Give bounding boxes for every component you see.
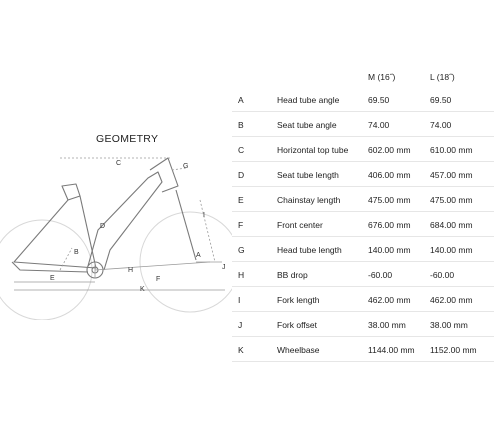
row-name: Fork offset [277,320,317,330]
row-value-m: 74.00 [368,120,390,130]
measurement-labels: A B C D E F G H I J K [50,160,226,293]
row-value-m: 38.00 mm [368,320,406,330]
row-value-m: 140.00 mm [368,245,411,255]
row-value-m: 462.00 mm [368,295,411,305]
row-code: E [238,195,244,205]
row-name: Fork length [277,295,320,305]
row-name: Wheelbase [277,345,320,355]
row-name: Head tube length [277,245,342,255]
header-size-l: L (18˝) [430,72,455,82]
label-g: G [183,163,188,170]
row-value-l: 38.00 mm [430,320,468,330]
row-value-m: 69.50 [368,95,390,105]
row-value-m: 406.00 mm [368,170,411,180]
row-code: F [238,220,244,230]
row-value-l: 610.00 mm [430,145,473,155]
row-value-l: 1152.00 mm [430,345,477,355]
rear-wheel [0,219,93,320]
label-f: F [156,276,160,283]
label-d: D [100,223,105,230]
table-row: D Seat tube length 406.00 mm 457.00 mm [232,161,494,187]
row-name: Front center [277,220,323,230]
header-size-m: M (16˝) [368,72,396,82]
label-b: B [74,249,79,256]
label-c: C [116,160,121,167]
row-name: Chainstay length [277,195,341,205]
geometry-title: GEOMETRY [96,133,159,145]
row-code: H [238,270,245,280]
table-row: B Seat tube angle 74.00 74.00 [232,111,494,137]
row-value-l: 462.00 mm [430,295,473,305]
table-row: J Fork offset 38.00 mm 38.00 mm [232,311,494,337]
row-value-m: -60.00 [368,270,393,280]
measurement-lines [14,157,225,291]
table-row: G Head tube length 140.00 mm 140.00 mm [232,236,494,262]
row-value-l: 684.00 mm [430,220,473,230]
table-row: K Wheelbase 1144.00 mm 1152.00 mm [232,336,494,362]
bike-geometry-diagram: A B C D E F G H I J K [0,157,232,320]
row-value-l: 74.00 [430,120,452,130]
row-name: Seat tube angle [277,120,337,130]
table-row: C Horizontal top tube 602.00 mm 610.00 mm [232,136,494,162]
bike-frame [11,157,197,279]
table-row: A Head tube angle 69.50 69.50 [232,86,494,112]
table-row: H BB drop -60.00 -60.00 [232,261,494,287]
row-name: Seat tube length [277,170,339,180]
label-e: E [50,275,55,282]
row-code: C [238,145,245,155]
row-code: B [238,120,244,130]
row-value-l: 457.00 mm [430,170,473,180]
row-code: G [238,245,245,255]
label-i: I [203,212,205,219]
row-value-l: 140.00 mm [430,245,473,255]
row-value-m: 1144.00 mm [368,345,415,355]
row-value-l: 69.50 [430,95,452,105]
row-name: BB drop [277,270,308,280]
row-name: Head tube angle [277,95,340,105]
table-row: F Front center 676.00 mm 684.00 mm [232,211,494,237]
row-value-m: 676.00 mm [368,220,411,230]
row-value-l: -60.00 [430,270,455,280]
row-code: J [238,320,243,330]
row-code: D [238,170,245,180]
row-code: K [238,345,244,355]
row-name: Horizontal top tube [277,145,349,155]
front-wheel [139,211,232,313]
table-row: E Chainstay length 475.00 mm 475.00 mm [232,186,494,212]
table-row: I Fork length 462.00 mm 462.00 mm [232,286,494,312]
label-a: A [196,252,201,259]
row-code: I [238,295,241,305]
row-value-m: 602.00 mm [368,145,411,155]
label-j: J [222,264,226,271]
label-k: K [140,286,145,293]
row-value-m: 475.00 mm [368,195,411,205]
row-value-l: 475.00 mm [430,195,473,205]
row-code: A [238,95,244,105]
label-h: H [128,267,133,274]
